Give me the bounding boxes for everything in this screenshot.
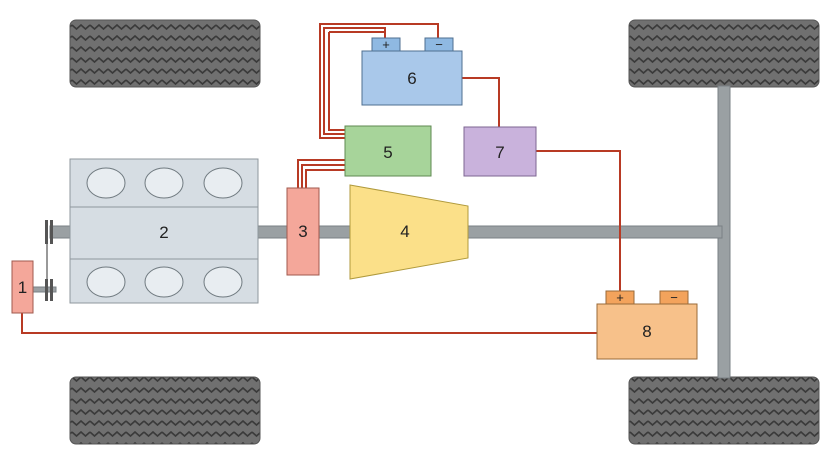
wire-6-minus-loop	[319, 23, 439, 139]
wire-1-to-8	[21, 313, 597, 334]
wire-5-to-3-a	[297, 159, 345, 188]
cylinder-bottom-3	[203, 266, 243, 298]
wires	[21, 23, 621, 334]
component-1: 1	[11, 260, 34, 314]
coupling-flange-top	[45, 220, 48, 244]
tire-front-right	[628, 19, 820, 88]
component-3-box	[286, 187, 320, 276]
wire-5-to-3-b	[301, 164, 345, 188]
component-8-box	[596, 303, 698, 360]
component-1-box	[11, 260, 34, 314]
component-1-label: 1	[18, 278, 27, 297]
component-6-plus-sign: +	[382, 37, 390, 52]
component-4-label: 4	[400, 222, 409, 241]
coupling-flange-low	[45, 279, 48, 301]
component-8-label: 8	[642, 322, 651, 341]
component-2-label: 2	[159, 223, 168, 242]
component-3-label: 3	[298, 222, 307, 241]
coupling-flange-low-2	[50, 279, 53, 301]
wire-5-to-3-c	[305, 169, 345, 188]
tire-rear-left	[69, 376, 261, 445]
component-6-box	[361, 50, 463, 106]
coupling-flange-top-2	[50, 220, 53, 244]
component-8-minus-sign: −	[670, 290, 678, 305]
engine: 2	[69, 158, 259, 304]
component-7-box	[463, 126, 537, 177]
tires	[69, 19, 820, 445]
wire-6-loop-3	[328, 32, 345, 131]
component-8: + − 8	[596, 290, 698, 360]
component-7-label: 7	[495, 143, 504, 162]
component-8-plus-sign: +	[616, 290, 624, 305]
wire-6-to-7	[462, 77, 500, 127]
wire-7-to-8	[536, 150, 621, 292]
tire-front-left	[69, 19, 261, 88]
couplings	[45, 220, 53, 301]
component-7: 7	[463, 126, 537, 177]
cylinder-top-1	[86, 167, 126, 199]
component-3: 3	[286, 187, 320, 276]
component-6-minus-sign: −	[435, 37, 443, 52]
cylinder-top-2	[144, 167, 184, 199]
component-4-shape	[349, 184, 469, 280]
cylinder-top-3	[203, 167, 243, 199]
component-6: + − 6	[361, 37, 463, 106]
tire-rear-right	[628, 376, 820, 445]
component-4: 4	[349, 184, 469, 280]
component-5: 5	[344, 125, 432, 177]
component-5-label: 5	[383, 143, 392, 162]
component-6-label: 6	[407, 69, 416, 88]
cylinder-bottom-2	[144, 266, 184, 298]
cylinder-bottom-1	[86, 266, 126, 298]
component-5-box	[344, 125, 432, 177]
